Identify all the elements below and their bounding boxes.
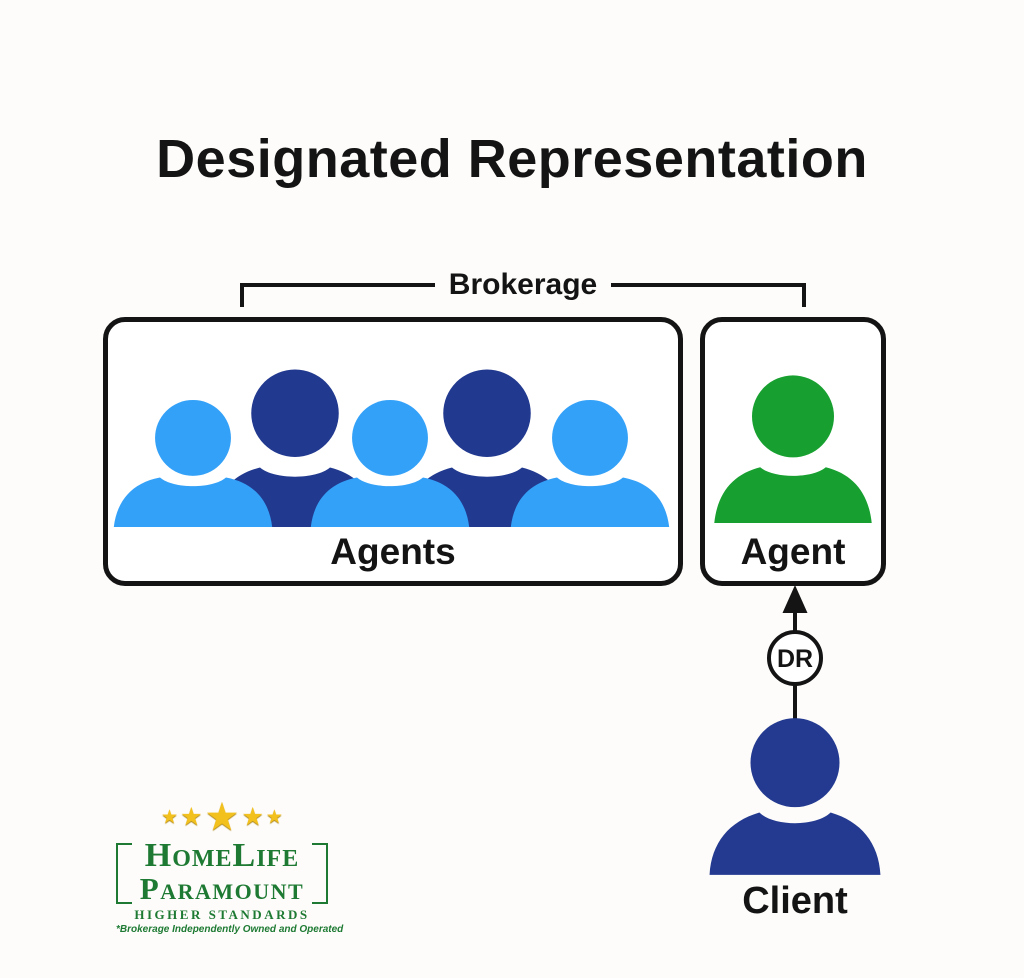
bracket-line-left — [240, 283, 435, 287]
bracket-line-right — [611, 283, 806, 287]
person-icon — [709, 718, 881, 875]
page-title: Designated Representation — [156, 129, 868, 189]
logo-frame-left — [116, 843, 132, 904]
bracket-tick-left — [240, 283, 244, 307]
agents-label: Agents — [330, 531, 456, 572]
logo-disclaimer: *Brokerage Independently Owned and Opera… — [116, 924, 344, 935]
brokerage-agents-box: Agents — [103, 317, 683, 586]
brokerage-bracket: Brokerage — [240, 268, 806, 309]
person-icon — [714, 375, 872, 523]
person-icon — [511, 400, 669, 527]
star-icon: ★ — [265, 806, 283, 828]
logo-stars: ★ ★ ★ ★ ★ — [116, 796, 328, 838]
bracket-label: Brokerage — [448, 268, 598, 301]
dr-badge-circle — [767, 630, 823, 686]
brand-logo: ★ ★ ★ ★ ★ HomeLife Paramount HIGHER STAN… — [116, 796, 343, 935]
bracket-tick-right — [802, 283, 806, 307]
star-icon: ★ — [180, 802, 203, 831]
client-label: Client — [742, 880, 848, 922]
star-icon: ★ — [204, 795, 240, 839]
logo-frame-right — [312, 843, 328, 904]
star-icon: ★ — [241, 802, 264, 831]
client-person-icon — [709, 718, 881, 875]
agent-label: Agent — [740, 531, 846, 572]
dr-connector: DR — [767, 585, 823, 726]
person-icon — [114, 400, 272, 527]
up-arrow-icon — [782, 585, 808, 613]
logo-name-line1: HomeLife — [144, 837, 300, 874]
star-icon: ★ — [161, 806, 179, 828]
logo-tagline: HIGHER STANDARDS — [134, 907, 310, 922]
dr-badge-label: DR — [777, 645, 813, 673]
designated-agent-box: Agent — [700, 317, 886, 586]
logo-name-line2: Paramount — [139, 871, 305, 906]
